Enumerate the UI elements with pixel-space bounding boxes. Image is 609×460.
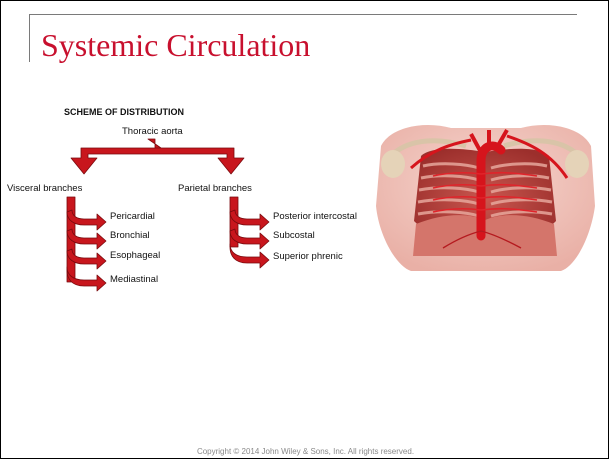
parietal-item: Subcostal (273, 230, 315, 241)
parietal-item: Superior phrenic (273, 251, 343, 262)
parietal-branches-label: Parietal branches (178, 183, 252, 194)
scheme-heading: SCHEME OF DISTRIBUTION (64, 107, 184, 117)
thoracic-aorta-illustration (371, 116, 599, 271)
thoracic-aorta-label: Thoracic aorta (122, 126, 183, 137)
parietal-item: Posterior intercostal (273, 211, 357, 222)
visceral-item: Esophageal (110, 250, 160, 261)
visceral-item: Bronchial (110, 230, 150, 241)
visceral-item: Mediastinal (110, 274, 158, 285)
root-split-arrow (71, 139, 244, 174)
visceral-item: Pericardial (110, 211, 155, 222)
visceral-branches-label: Visceral branches (7, 183, 82, 194)
parietal-branch-superior-phrenic (230, 244, 269, 268)
copyright-footer: Copyright © 2014 John Wiley & Sons, Inc.… (1, 447, 609, 456)
